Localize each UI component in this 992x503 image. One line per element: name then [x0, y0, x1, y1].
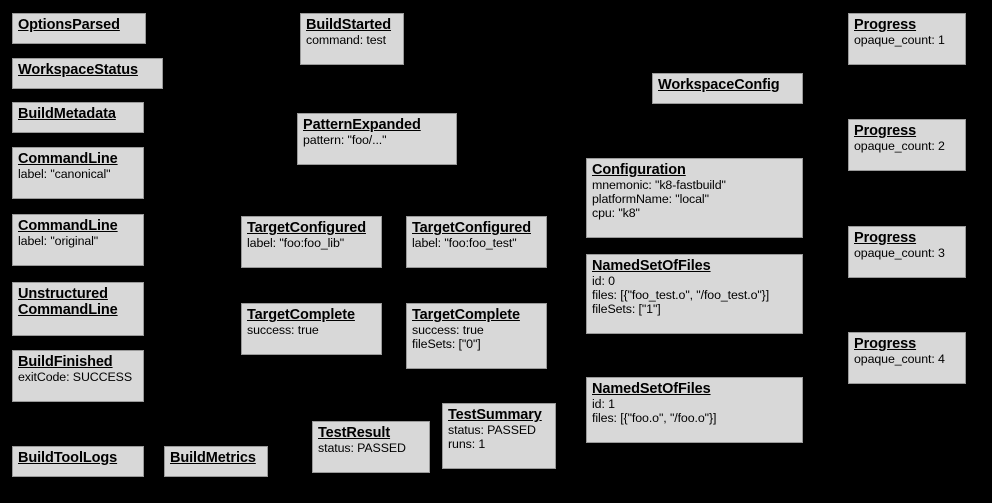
node-field: fileSets: ["1"]: [592, 302, 661, 317]
node-title: NamedSetOfFiles: [592, 258, 711, 274]
node-title: PatternExpanded: [303, 117, 421, 133]
node-field: platformName: "local": [592, 192, 709, 207]
node-field: mnemonic: "k8-fastbuild": [592, 178, 726, 193]
node-field: opaque_count: 4: [854, 352, 945, 367]
node-title: Unstructured CommandLine: [18, 286, 118, 319]
node-field: success: true: [247, 323, 319, 338]
node-field: label: "foo:foo_lib": [247, 236, 345, 251]
node-field: pattern: "foo/...": [303, 133, 387, 148]
node-field: opaque_count: 2: [854, 139, 945, 154]
node-field: exitCode: SUCCESS: [18, 370, 132, 385]
node-field: success: true: [412, 323, 484, 338]
node-field: command: test: [306, 33, 386, 48]
node-field: status: PASSED: [318, 441, 406, 456]
node-field: label: "foo:foo_test": [412, 236, 517, 251]
node-title: BuildMetrics: [170, 450, 256, 466]
node-field: files: [{"foo.o", "/foo.o"}]: [592, 411, 717, 426]
node-title: TargetComplete: [412, 307, 520, 323]
node-title: OptionsParsed: [18, 17, 120, 33]
node-field: id: 1: [592, 397, 615, 412]
node-field: id: 0: [592, 274, 615, 289]
node-title: Progress: [854, 230, 917, 246]
node-title: BuildMetadata: [18, 106, 116, 122]
node-field: label: "original": [18, 234, 99, 249]
node-unstructured-command-line[interactable]: Unstructured CommandLine: [12, 282, 144, 336]
node-build-metrics[interactable]: BuildMetrics: [164, 446, 268, 477]
node-title: BuildStarted: [306, 17, 392, 33]
node-title: Configuration: [592, 162, 686, 178]
node-title: Progress: [854, 123, 917, 139]
node-title: NamedSetOfFiles: [592, 381, 711, 397]
node-field: files: [{"foo_test.o", "/foo_test.o"}]: [592, 288, 770, 303]
node-field: fileSets: ["0"]: [412, 337, 481, 352]
node-workspace-status[interactable]: WorkspaceStatus: [12, 58, 163, 89]
node-field: opaque_count: 1: [854, 33, 945, 48]
node-field: status: PASSED: [448, 423, 536, 438]
node-title: BuildFinished: [18, 354, 113, 370]
node-title: Progress: [854, 17, 917, 33]
node-title: TargetConfigured: [412, 220, 531, 236]
node-title: BuildToolLogs: [18, 450, 118, 466]
node-field: label: "canonical": [18, 167, 111, 182]
node-title: CommandLine: [18, 218, 118, 234]
node-title: TargetConfigured: [247, 220, 366, 236]
node-title: TargetComplete: [247, 307, 355, 323]
node-title: Progress: [854, 336, 917, 352]
node-title: CommandLine: [18, 151, 118, 167]
node-workspace-config[interactable]: WorkspaceConfig: [652, 73, 803, 104]
node-options-parsed[interactable]: OptionsParsed: [12, 13, 146, 44]
node-title: WorkspaceConfig: [658, 77, 780, 93]
node-build-metadata[interactable]: BuildMetadata: [12, 102, 144, 133]
node-field: cpu: "k8": [592, 206, 640, 221]
node-title: TestSummary: [448, 407, 542, 423]
node-title: WorkspaceStatus: [18, 62, 138, 78]
node-field: runs: 1: [448, 437, 486, 452]
node-field: opaque_count: 3: [854, 246, 945, 261]
node-build-tool-logs[interactable]: BuildToolLogs: [12, 446, 144, 477]
node-title: TestResult: [318, 425, 391, 441]
